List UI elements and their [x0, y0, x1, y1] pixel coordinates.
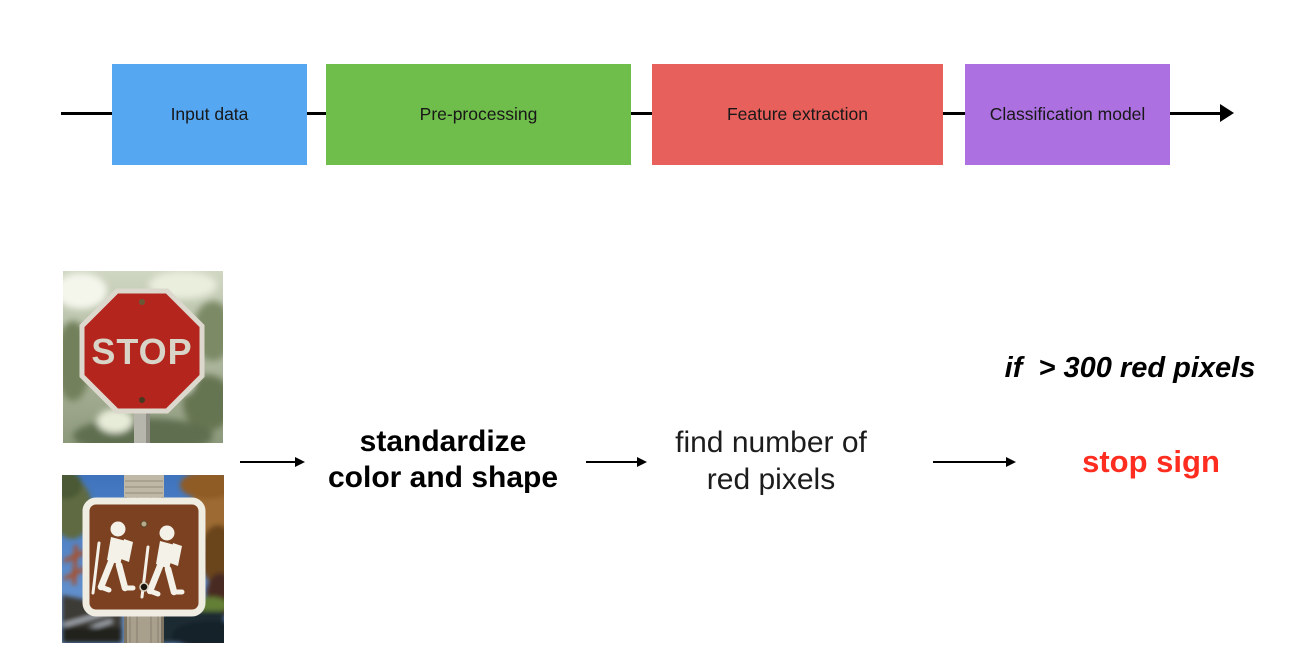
sign-bolt-top: [139, 299, 145, 305]
pipeline-arrowhead-icon: [1220, 104, 1234, 122]
stage-pre-processing-label: Pre-processing: [419, 104, 538, 124]
sign-bolt-top: [140, 520, 148, 528]
classification-result: stop sign: [1082, 444, 1220, 479]
stage-feature-extraction-label: Feature extraction: [726, 104, 869, 124]
step-find-line2: red pixels: [706, 463, 836, 496]
stage-classification-model-label: Classification model: [989, 104, 1146, 124]
hiking-trail-sign-photo: [62, 475, 224, 643]
tree-foliage: [63, 271, 223, 443]
step-standardize-line1: standardize: [359, 425, 527, 458]
pipeline-arrow-line: [61, 112, 1222, 115]
stage-feature-extraction: Feature extraction: [652, 64, 943, 165]
step-find-line1: find number of: [675, 426, 867, 459]
stop-sign-text: STOP: [91, 331, 192, 372]
stage-input-data: Input data: [112, 64, 307, 165]
hiking-sign-panel: [82, 497, 206, 617]
stage-input-data-label: Input data: [170, 104, 249, 124]
classification-rule: if > 300 red pixels: [1004, 352, 1256, 384]
arrow-find-to-result: [933, 457, 1016, 467]
sign-bolt-bottom: [139, 397, 145, 403]
hiker-figures-icon: [91, 521, 185, 599]
arrow-images-to-standardize: [240, 457, 305, 467]
stop-sign-photo: STOP: [63, 271, 223, 443]
sign-bolt-bottom: [139, 582, 149, 592]
step-standardize-line2: color and shape: [327, 461, 559, 494]
sign-pole-shade: [146, 406, 150, 443]
step-standardize: standardize color and shape: [306, 424, 580, 496]
stage-pre-processing: Pre-processing: [326, 64, 631, 165]
arrow-standardize-to-find: [586, 457, 647, 467]
step-find-red-pixels: find number of red pixels: [653, 424, 889, 498]
stop-sign-octagon: [79, 288, 205, 414]
stage-classification-model: Classification model: [965, 64, 1170, 165]
